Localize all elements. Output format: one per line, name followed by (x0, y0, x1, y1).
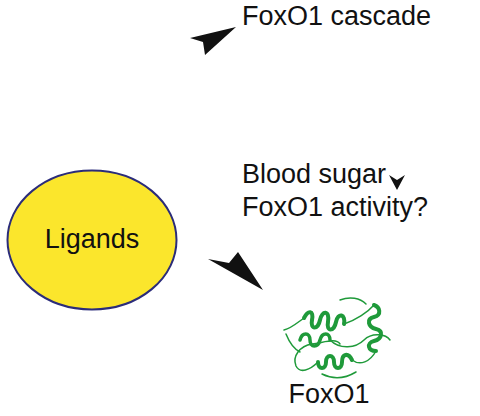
text-label: FoxO1 (288, 380, 369, 410)
arrowhead (190, 27, 236, 55)
text-label: FoxO1 activity? (242, 193, 428, 223)
node-text: Ligands (45, 225, 140, 255)
arrowhead (208, 252, 263, 290)
protein-structure (284, 298, 390, 378)
arrowhead (389, 175, 405, 190)
ellipse-node: Ligands (6, 169, 178, 311)
text-label: Blood sugar (242, 160, 386, 190)
text-label: FoxO1 cascade (242, 2, 431, 32)
